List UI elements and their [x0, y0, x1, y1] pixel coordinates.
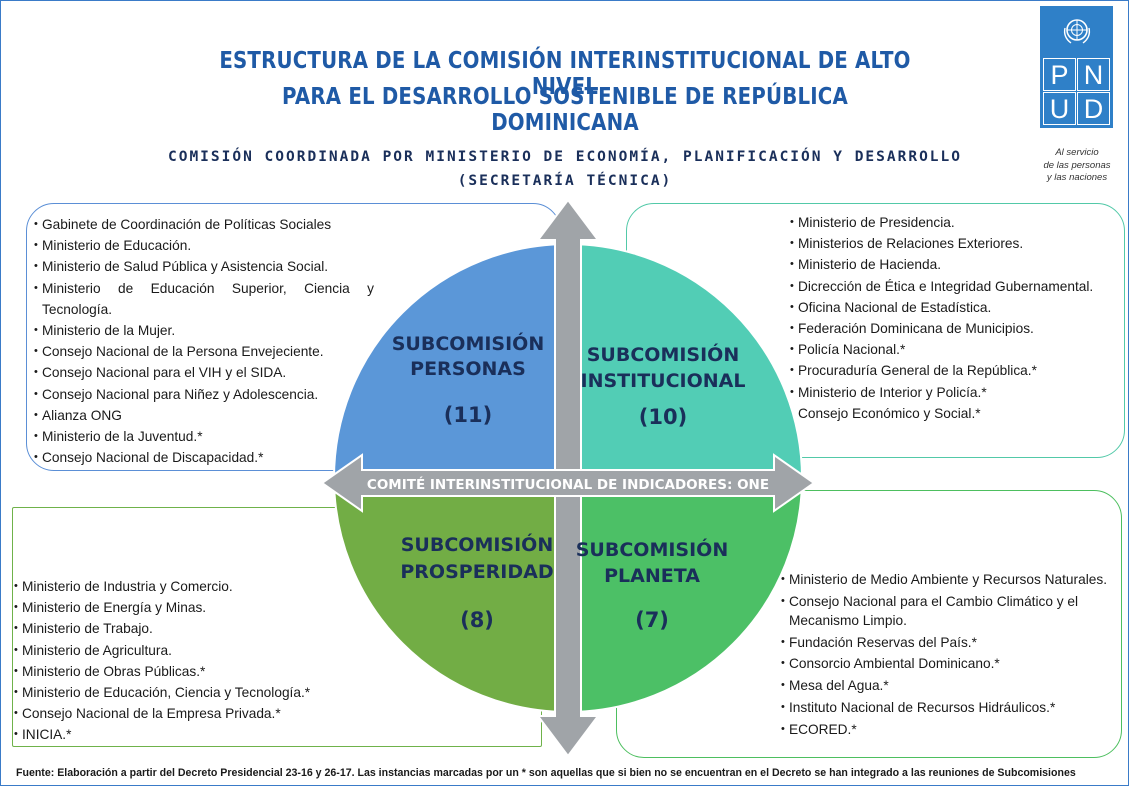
- member-list-item: Fundación Reservas del País.*: [781, 633, 1126, 652]
- member-list-item: Ministerio de Educación.: [34, 235, 374, 256]
- institucional-title-line2: INSTITUCIONAL: [581, 370, 746, 392]
- member-list-item: Ministerio de Agricultura.: [14, 640, 414, 661]
- quadrant-personas: [332, 242, 569, 479]
- quadrant-planeta: [567, 477, 804, 714]
- subtitle-line1: COMISIÓN COORDINADA POR MINISTERIO DE EC…: [167, 149, 962, 165]
- logo-tagline: Al servicio de las personas y las nacion…: [1043, 147, 1111, 183]
- member-list-item: Consejo Nacional de Discapacidad.*: [34, 447, 374, 468]
- personas-count: (11): [444, 403, 492, 427]
- member-list-item: Consejo Nacional de la Empresa Privada.*: [14, 703, 414, 724]
- member-list-item: Policía Nacional.*: [790, 339, 1130, 360]
- member-list-item: Ministerios de Relaciones Exteriores.: [790, 233, 1130, 254]
- logo-letter-n: N: [1077, 58, 1110, 91]
- horizontal-arrow: [320, 453, 816, 513]
- institucional-count: (10): [639, 405, 687, 429]
- member-list-item: Ministerio de Presidencia.: [790, 212, 1130, 233]
- member-list-item: ECORED.*: [781, 720, 1126, 739]
- member-list-item: Procuraduría General de la República.*: [790, 360, 1130, 381]
- prosperidad-title-line2: PROSPERIDAD: [400, 561, 553, 583]
- member-list-item: INICIA.*: [14, 724, 414, 745]
- member-list-item: Ministerio de Hacienda.: [790, 254, 1130, 275]
- planeta-title-line1: SUBCOMISIÓN: [576, 537, 728, 561]
- center-committee-label: COMITÉ INTERINSTITUCIONAL DE INDICADORES…: [367, 476, 769, 493]
- member-list-item: Federación Dominicana de Municipios.: [790, 318, 1130, 339]
- pnud-logo: P N U D: [1040, 6, 1113, 128]
- member-list-item: Ministerio de Industria y Comercio.: [14, 576, 414, 597]
- member-list-item: Ministerio de Salud Pública y Asistencia…: [34, 256, 374, 277]
- un-emblem-icon: [1063, 19, 1091, 44]
- personas-member-list: Gabinete de Coordinación de Políticas So…: [34, 214, 374, 469]
- member-list-item: Ministerio de Energía y Minas.: [14, 597, 414, 618]
- quadrant-institucional: [567, 242, 804, 479]
- member-list-item: Ministerio de la Juventud.*: [34, 426, 374, 447]
- logo-letter-d: D: [1077, 92, 1110, 125]
- prosperidad-title-line1: SUBCOMISIÓN: [401, 532, 553, 556]
- member-list-item: Mesa del Agua.*: [781, 676, 1126, 695]
- member-list-item: Ministerio de Trabajo.: [14, 618, 414, 639]
- source-footnote: Fuente: Elaboración a partir del Decreto…: [16, 767, 1076, 779]
- member-list-item: Consorcio Ambiental Dominicano.*: [781, 654, 1126, 673]
- member-list-item: Gabinete de Coordinación de Políticas So…: [34, 214, 374, 235]
- planeta-count: (7): [635, 608, 669, 632]
- member-list-item: Ministerio de Obras Públicas.*: [14, 661, 414, 682]
- member-list-item: Consejo Nacional para el VIH y el SIDA.: [34, 362, 374, 383]
- member-list-item: Ministerio de Medio Ambiente y Recursos …: [781, 570, 1126, 589]
- planeta-title-line2: PLANETA: [604, 565, 700, 587]
- logo-letter-p: P: [1043, 58, 1076, 91]
- institucional-title-line1: SUBCOMISIÓN: [587, 342, 739, 366]
- page-title-line1: ESTRUCTURA DE LA COMISIÓN INTERINSTITUCI…: [219, 48, 911, 100]
- personas-title-line1: SUBCOMISIÓN: [392, 331, 544, 355]
- member-list-item: Consejo Nacional para Niñez y Adolescenc…: [34, 384, 374, 405]
- prosperidad-count: (8): [460, 608, 494, 632]
- member-list-item: Dicrección de Ética e Integridad Guberna…: [790, 276, 1130, 297]
- quadrant-prosperidad: [332, 477, 569, 714]
- member-list-item: Ministerio de la Mujer.: [34, 320, 374, 341]
- logo-letter-u: U: [1043, 92, 1076, 125]
- prosperidad-member-list: Ministerio de Industria y Comercio.Minis…: [14, 576, 414, 746]
- member-list-item: Consejo Nacional de la Persona Envejecie…: [34, 341, 374, 362]
- member-list-item: Ministerio de Educación, Ciencia y Tecno…: [14, 682, 414, 703]
- subtitle-line2: (SECRETARÍA TÉCNICA): [457, 173, 673, 189]
- personas-title-line2: PERSONAS: [410, 358, 526, 380]
- institucional-member-list: Ministerio de Presidencia.Ministerios de…: [790, 212, 1130, 424]
- planeta-member-list: Ministerio de Medio Ambiente y Recursos …: [781, 570, 1126, 742]
- member-list-item: Ministerio de Educación Superior, Cienci…: [34, 278, 374, 320]
- member-list-item: Oficina Nacional de Estadística.: [790, 297, 1130, 318]
- page-title-line2: PARA EL DESARROLLO SOSTENIBLE DE REPÚBLI…: [282, 84, 848, 136]
- member-list-item: Ministerio de Interior y Policía.*: [790, 382, 1130, 403]
- member-list-item: Alianza ONG: [34, 405, 374, 426]
- member-list-item: Consejo Nacional para el Cambio Climátic…: [781, 592, 1126, 630]
- member-list-item: Instituto Nacional de Recursos Hidráulic…: [781, 698, 1126, 717]
